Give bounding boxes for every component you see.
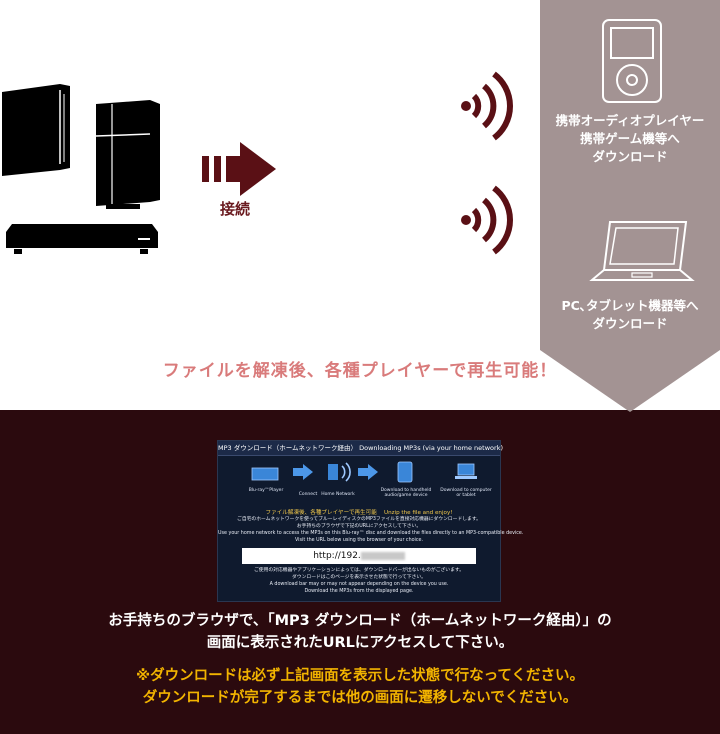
wireless-signal-icon xyxy=(461,71,513,141)
bluray-player-icon xyxy=(6,224,158,254)
screenshot-text-4: Visit the URL below using the browser of… xyxy=(294,538,423,543)
masked-address xyxy=(360,551,405,560)
screenshot-text-5: ご使用の対応機器やアプリケーションによっては、ダウンロードバーが出ないものがござ… xyxy=(253,568,464,573)
arrow-mini-2-icon xyxy=(358,464,378,480)
screenshot-steps: Blu-ray™Player Connect Home Network Down… xyxy=(218,456,500,508)
screenshot-text-3: Use your home network to access the MP3s… xyxy=(218,531,524,536)
player-mini-icon xyxy=(251,467,279,481)
headline: ファイルを解凍後、各種プレイヤーで再生可能！ xyxy=(162,361,558,381)
portable-player-icon xyxy=(602,19,662,103)
screenshot-url-field: http://192. xyxy=(242,548,476,564)
screenshot-text-7: A download bar may or may not appear dep… xyxy=(269,582,449,587)
step-label-network: Home Network xyxy=(321,492,355,497)
device-panel xyxy=(540,0,720,412)
screenshot-text-2: お手持ちのブラウザで下記のURLにアクセスして下さい。 xyxy=(296,524,422,529)
laptop-icon xyxy=(589,221,695,281)
download-screen-screenshot: MP3 ダウンロード（ホームネットワーク経由） Downloading MP3s… xyxy=(217,440,524,602)
arrow-mini-icon xyxy=(293,464,313,480)
warning-note: ※ダウンロードは必ず上記画面を表示した状態で行なってください。 ダウンロードが完… xyxy=(136,668,584,706)
instruction-text: お手持ちのブラウザで、「MP3 ダウンロード（ホームネットワーク経由）」の 画面… xyxy=(108,613,612,651)
step-label-handheld: Download to handheld audio/game device xyxy=(380,488,432,498)
screenshot-text-1: ご自宅のホームネットワークを使ってブルーレイディスクのMP3ファイルを直接対応機… xyxy=(237,517,481,522)
connect-arrow-icon xyxy=(202,142,276,196)
screenshot-text-6: ダウンロードはこのページを表示させた状態で行って下さい。 xyxy=(292,575,426,580)
step-label-computer: Download to computer or tablet xyxy=(440,488,492,498)
connect-label: 接続 xyxy=(219,200,250,218)
laptop-mini-icon xyxy=(455,463,477,479)
handheld-mini-icon xyxy=(397,461,413,483)
screenshot-title: MP3 ダウンロード（ホームネットワーク経由） Downloading MP3s… xyxy=(218,441,503,456)
network-mini-icon xyxy=(328,462,351,482)
screenshot-enjoy: ファイル解凍後、各種プレイヤーで再生可能 Unzip the file and … xyxy=(265,510,453,516)
audio-device-label: 携帯オーディオプレイヤー 携帯ゲーム機等へ ダウンロード xyxy=(555,113,705,164)
pc-device-label: PC､タブレット機器等へ ダウンロード xyxy=(561,298,699,331)
wireless-signal-2-icon xyxy=(461,185,513,255)
screenshot-text-8: Download the MP3s from the displayed pag… xyxy=(304,589,414,594)
step-label-connect: Connect xyxy=(298,492,318,497)
game-console-icon xyxy=(2,84,70,176)
game-console-2-icon xyxy=(95,100,160,209)
step-label-player: Blu-ray™Player xyxy=(248,488,284,493)
